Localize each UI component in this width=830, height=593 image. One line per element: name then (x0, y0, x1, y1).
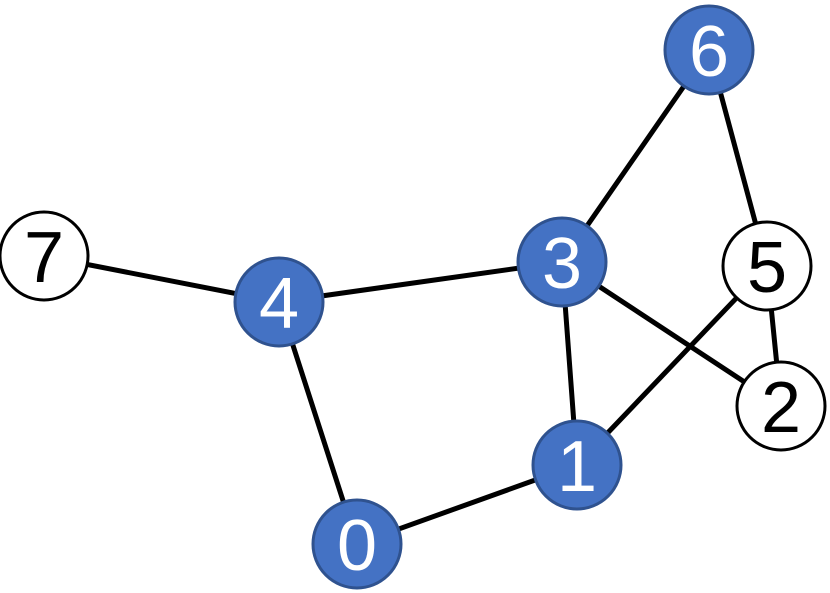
node-5: 5 (721, 220, 813, 312)
node-label-4: 4 (259, 264, 299, 344)
edges-layer (41, 47, 784, 547)
node-label-2: 2 (761, 368, 801, 448)
node-0: 0 (311, 498, 403, 590)
node-circle-7 (0, 210, 90, 302)
node-label-3: 3 (542, 224, 582, 304)
edge-1-5 (574, 263, 770, 468)
edge-4-3 (276, 259, 565, 305)
node-label-6: 6 (689, 12, 729, 92)
node-circle-6 (663, 4, 755, 96)
node-2: 2 (735, 360, 827, 452)
node-circle-1 (531, 419, 623, 511)
node-1: 1 (531, 419, 623, 511)
nodes-layer: 0 1 2 3 4 5 6 7 (0, 4, 827, 590)
node-circle-0 (311, 498, 403, 590)
node-label-0: 0 (337, 506, 377, 586)
node-circle-3 (516, 216, 608, 308)
node-label-7: 7 (24, 218, 64, 298)
node-label-5: 5 (747, 228, 787, 308)
node-3: 3 (516, 216, 608, 308)
node-4: 4 (233, 256, 325, 348)
node-circle-2 (735, 360, 827, 452)
node-circle-4 (233, 256, 325, 348)
node-label-1: 1 (557, 427, 597, 507)
node-7: 7 (0, 210, 90, 302)
node-6: 6 (663, 4, 755, 96)
node-circle-5 (721, 220, 813, 312)
